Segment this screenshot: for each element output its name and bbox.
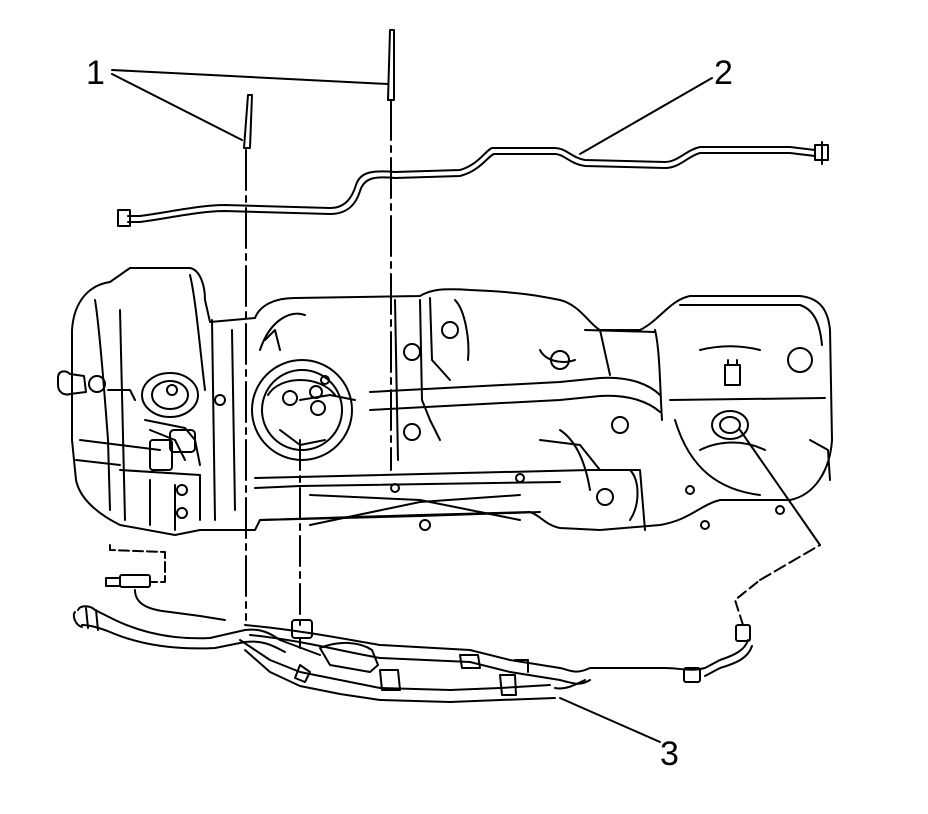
callout-label-1: 1: [86, 54, 105, 92]
callout-label-2: 2: [714, 54, 733, 92]
fuel-line-top: [117, 141, 829, 227]
callout-leaders: [111, 69, 821, 743]
fuel-lines-harness-bottom: [72, 544, 821, 703]
fuel-tank: [57, 267, 833, 536]
vent-pipes: [243, 29, 395, 626]
callout-label-3: 3: [660, 735, 679, 773]
